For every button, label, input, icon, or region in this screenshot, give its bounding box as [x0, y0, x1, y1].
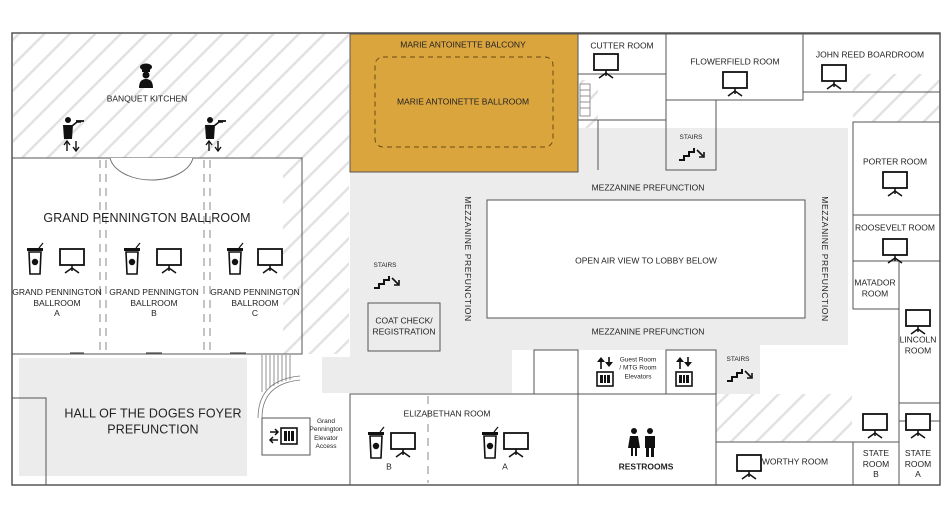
- stairs-upper-outline: [665, 99, 717, 171]
- sw-closet-outline: [11, 397, 47, 486]
- chef-icon: [139, 63, 153, 88]
- ma-stair: [579, 83, 591, 117]
- ma-ballroom-label: MARIE ANTOINETTE BALLROOM: [396, 96, 530, 107]
- gp-elevator-icon: [268, 427, 298, 445]
- porter-label: PORTER ROOM: [862, 156, 928, 167]
- restroom-icon: [628, 428, 655, 457]
- banquet-kitchen-label: BANQUET KITCHEN: [106, 93, 188, 104]
- elevator-icon-left: [596, 371, 614, 387]
- stairs-upper-label: STAIRS: [679, 133, 703, 141]
- grand-pennington-ballroom-label: GRAND PENNINGTON BALLROOM: [43, 211, 251, 226]
- restrooms-outline: [577, 393, 717, 486]
- curved-stair: [257, 355, 301, 419]
- service-corridor-hatch: [283, 34, 349, 354]
- elizabethan-b-label: B: [386, 461, 392, 472]
- gp-elevator-outline: [261, 417, 311, 456]
- coat-check-outline: [367, 302, 441, 352]
- worthy-label: WORTHY ROOM: [761, 456, 829, 467]
- mezzanine-left-label: MEZZANINE PREFUNCTION: [463, 196, 473, 322]
- open-air-label: OPEN AIR VIEW TO LOBBY BELOW: [575, 255, 717, 266]
- restrooms-label: RESTROOMS: [618, 461, 674, 472]
- elevator-bank-left: [533, 349, 579, 395]
- cutter-label: CUTTER ROOM: [590, 40, 654, 51]
- flowerfield-label: FLOWERFIELD ROOM: [690, 56, 780, 67]
- mezzanine-right-label: MEZZANINE PREFUNCTION: [820, 196, 830, 322]
- open-air-area: [486, 199, 806, 319]
- banquet-kitchen-area: [13, 34, 283, 158]
- stairs-coat-label: STAIRS: [373, 261, 397, 269]
- east-hatch: [853, 74, 939, 122]
- mezzanine-top-label: MEZZANINE PREFUNCTION: [591, 182, 705, 193]
- mezzanine-bottom-label: MEZZANINE PREFUNCTION: [591, 326, 705, 337]
- ma-balcony-label: MARIE ANTOINETTE BALCONY: [400, 39, 526, 50]
- stairs-right-label: STAIRS: [726, 355, 750, 363]
- coat-check-label: COAT CHECK/REGISTRATION: [372, 315, 436, 336]
- worthy-hatch: [716, 394, 852, 442]
- kitchen-door-arc: [109, 157, 194, 181]
- ma-dashed-outline: [374, 56, 554, 148]
- elevator-bank-right: [665, 349, 717, 395]
- elizabethan-a-label: A: [502, 461, 508, 472]
- hall-of-doges-floor: [19, 358, 247, 476]
- john-reed-outline: [802, 33, 941, 93]
- roosevelt-label: ROOSEVELT ROOM: [855, 222, 935, 233]
- elizabethan-label: ELIZABETHAN ROOM: [403, 408, 491, 419]
- elevator-icon-right: [675, 371, 693, 387]
- john-reed-label: JOHN REED BOARDROOM: [815, 49, 925, 60]
